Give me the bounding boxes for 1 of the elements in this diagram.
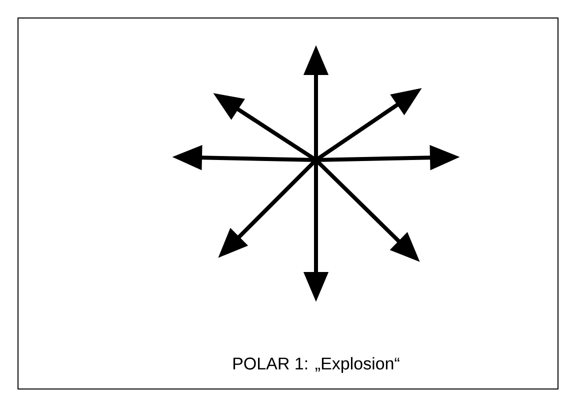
caption: POLAR 1: „Explosion“ — [233, 357, 400, 373]
